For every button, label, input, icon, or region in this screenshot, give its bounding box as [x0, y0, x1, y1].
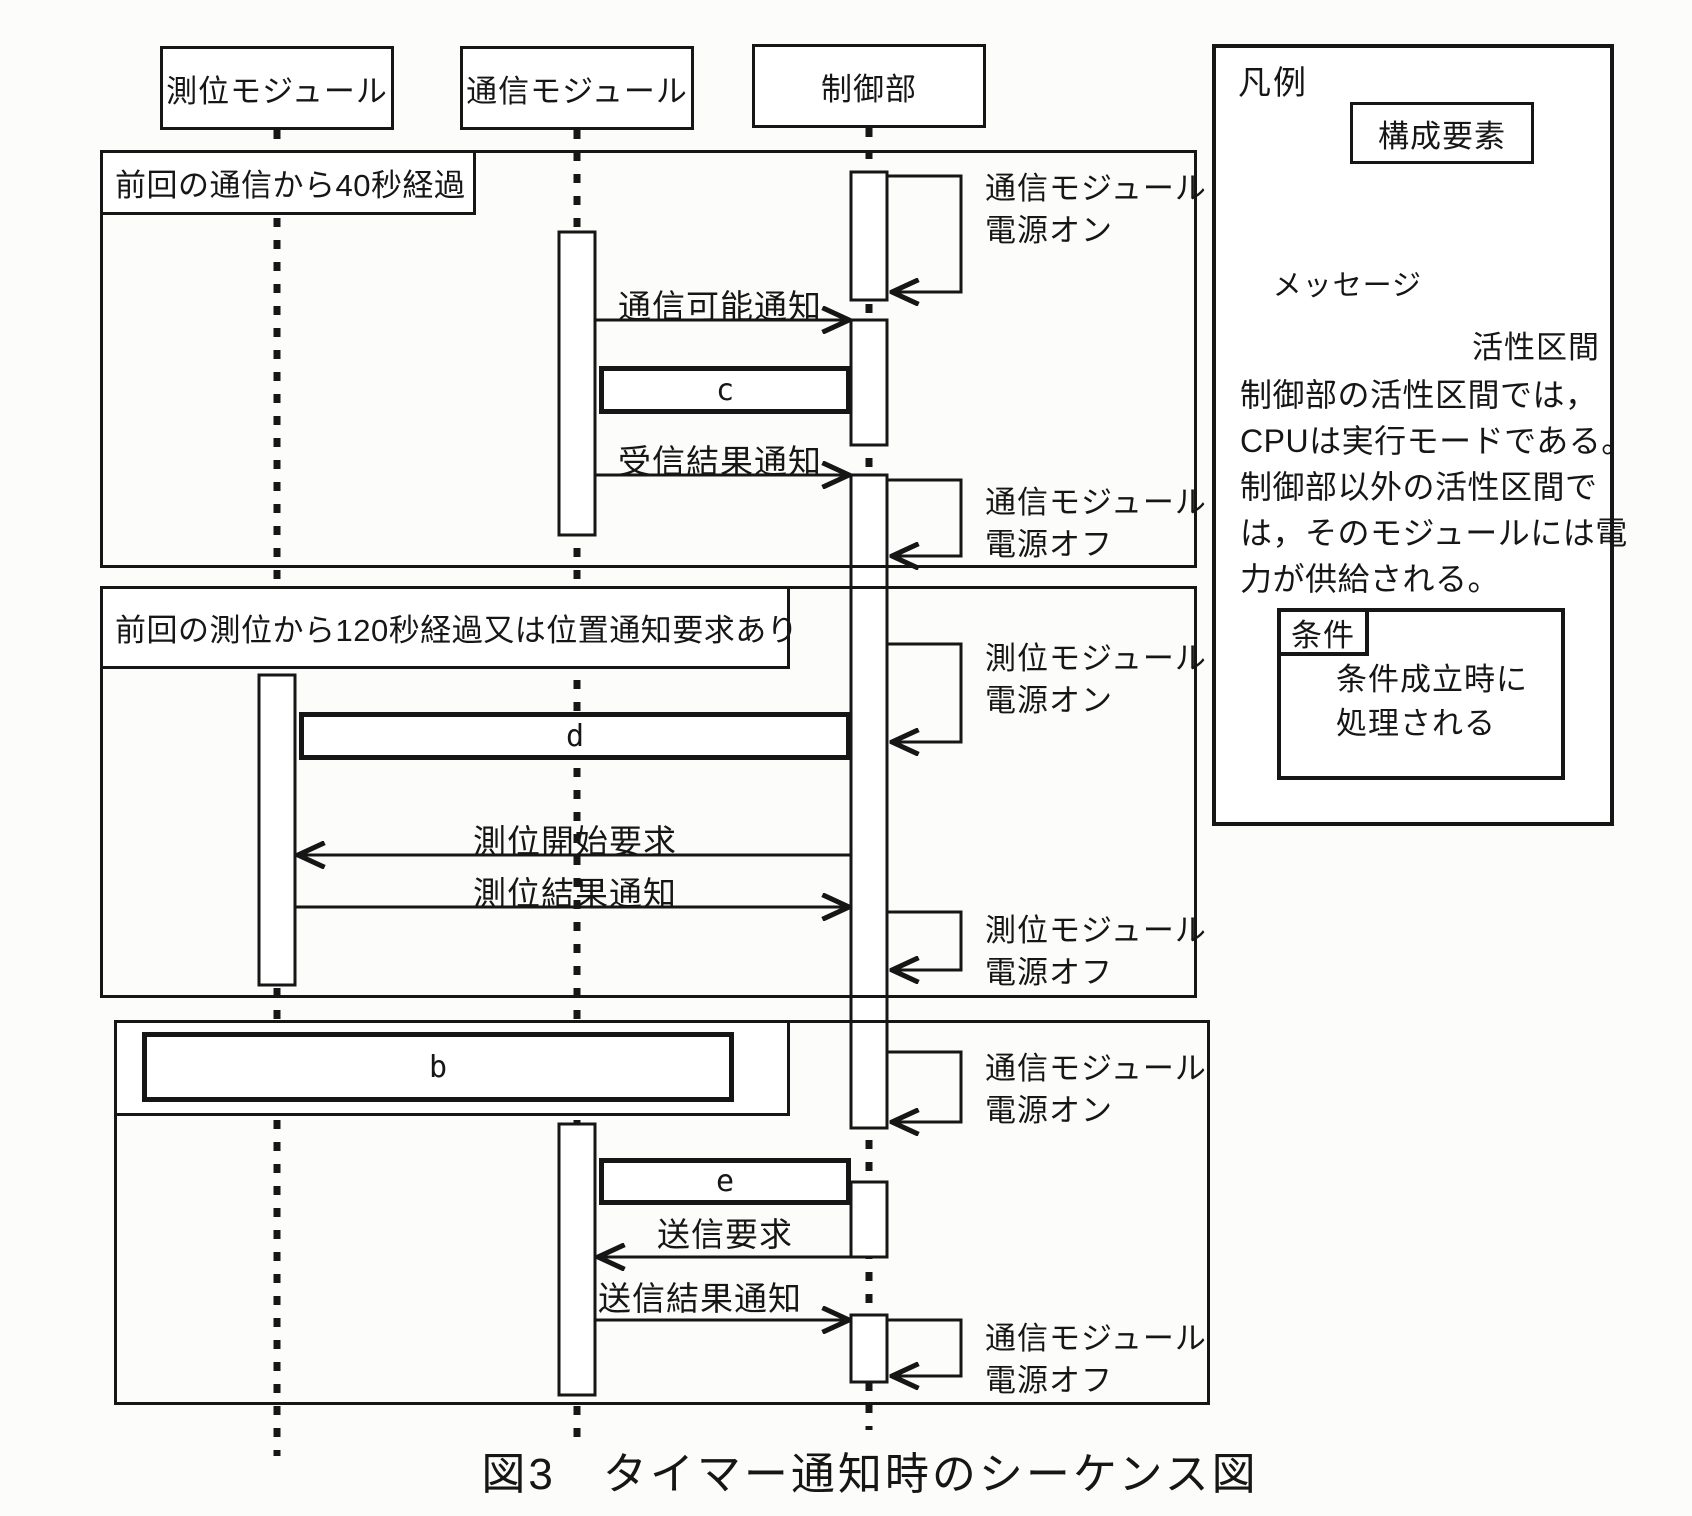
legend-condition-tab-label: 条件	[1291, 617, 1355, 653]
power-label-comm-off-1: 通信モジュール 電源オフ	[985, 482, 1207, 566]
answer-box-d: d	[299, 712, 851, 760]
legend-component-box: 構成要素	[1350, 102, 1534, 164]
legend-note-line: 制御部の活性区間では，	[1240, 377, 1598, 413]
activation-control-recv	[849, 318, 889, 447]
legend-condition-note-line: 条件成立時に	[1336, 662, 1528, 697]
message-label-posn-start: 測位開始要求	[473, 823, 677, 860]
legend-condition-note-line: 処理される	[1336, 706, 1496, 741]
activation-control-power-off-3	[849, 1313, 889, 1384]
answer-box-c: c	[599, 366, 851, 414]
self-message-posn-power-on	[887, 642, 963, 742]
self-message-comm-power-off-1	[887, 478, 963, 556]
activation-comm-1	[557, 230, 597, 537]
power-label-state: 電源オン	[985, 1093, 1113, 1128]
answer-box-e: e	[599, 1158, 851, 1205]
legend-condition-tab: 条件	[1277, 608, 1369, 656]
power-label-module: 通信モジュール	[985, 171, 1207, 206]
legend-condition-note: 条件成立時に 処理される	[1336, 658, 1528, 746]
answer-box-d-letter: d	[565, 718, 585, 754]
power-label-state: 電源オフ	[985, 527, 1113, 562]
power-label-comm-on-1: 通信モジュール 電源オン	[985, 168, 1207, 252]
power-label-module: 通信モジュール	[985, 1051, 1207, 1086]
legend-message-label: メッセージ	[1272, 270, 1422, 302]
power-label-state: 電源オフ	[985, 1363, 1113, 1398]
self-message-comm-power-on-1	[887, 174, 963, 292]
power-label-comm-off-2: 通信モジュール 電源オフ	[985, 1318, 1207, 1402]
power-label-module: 測位モジュール	[985, 913, 1207, 948]
legend-condition-frame	[1277, 608, 1565, 780]
power-label-posn-off: 測位モジュール 電源オフ	[985, 910, 1207, 994]
frame-1-condition-text: 前回の通信から40秒経過	[115, 168, 466, 203]
legend-note-line: 力が供給される。	[1240, 561, 1501, 597]
frame-2-condition-text: 前回の測位から120秒経過又は位置通知要求あり	[115, 613, 799, 648]
activation-comm-2	[557, 1122, 597, 1397]
activation-control-long	[849, 473, 889, 1130]
power-label-comm-on-2: 通信モジュール 電源オン	[985, 1048, 1207, 1132]
frame-2-condition: 前回の測位から120秒経過又は位置通知要求あり	[100, 586, 798, 669]
lifeline-head-positioning: 測位モジュール	[160, 46, 394, 130]
message-label-comm-ready: 通信可能通知	[618, 288, 822, 325]
message-label-recv-result: 受信結果通知	[618, 443, 822, 480]
legend-title: 凡例	[1238, 64, 1308, 101]
lifeline-head-comm-label: 通信モジュール	[466, 73, 688, 109]
power-label-module: 測位モジュール	[985, 641, 1207, 676]
answer-box-b: b	[142, 1032, 734, 1102]
lifeline-head-comm: 通信モジュール	[460, 46, 694, 130]
answer-box-b-letter: b	[428, 1049, 448, 1085]
legend-note-line: は，そのモジュールには電	[1240, 515, 1628, 551]
answer-box-e-letter: e	[715, 1164, 735, 1199]
power-label-module: 通信モジュール	[985, 1321, 1207, 1356]
lifeline-head-control-label: 制御部	[821, 71, 917, 107]
legend-note-line: 制御部以外の活性区間で	[1240, 469, 1598, 505]
power-label-state: 電源オフ	[985, 955, 1113, 990]
power-label-module: 通信モジュール	[985, 485, 1207, 520]
lifeline-head-control: 制御部	[752, 44, 986, 128]
activation-control-send	[849, 1180, 889, 1259]
lifeline-head-positioning-label: 測位モジュール	[166, 73, 388, 109]
self-message-comm-power-on-2	[887, 1050, 963, 1122]
legend-note: 制御部の活性区間では， CPUは実行モードである。 制御部以外の活性区間で は，…	[1240, 372, 1634, 602]
activation-positioning	[257, 673, 297, 987]
self-message-comm-power-off-2	[887, 1318, 963, 1376]
frame-1-condition: 前回の通信から40秒経過	[100, 150, 476, 215]
power-label-state: 電源オン	[985, 683, 1113, 718]
message-label-send-req: 送信要求	[657, 1216, 793, 1253]
legend-note-line: CPUは実行モードである。	[1240, 423, 1634, 459]
power-label-state: 電源オン	[985, 213, 1113, 248]
power-label-posn-on: 測位モジュール 電源オン	[985, 638, 1207, 722]
activation-control-power-on-1	[849, 170, 889, 302]
message-label-posn-result: 測位結果通知	[473, 875, 677, 912]
answer-box-c-letter: c	[715, 372, 735, 408]
figure-caption: 図3 タイマー通知時のシーケンス図	[481, 1450, 1259, 1499]
legend-activation-label: 活性区間	[1472, 330, 1600, 365]
message-label-send-result: 送信結果通知	[598, 1280, 802, 1317]
legend-component-label: 構成要素	[1378, 118, 1506, 154]
self-message-posn-power-off	[887, 910, 963, 970]
